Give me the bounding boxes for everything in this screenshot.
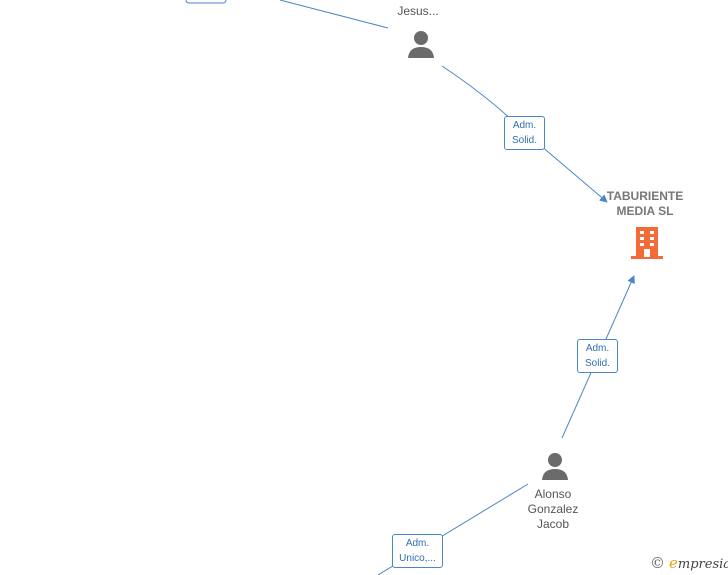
empresia-logo: ©empresia (650, 554, 728, 572)
company-label: TABURIENTE MEDIA SL (606, 189, 684, 218)
person-icon[interactable] (406, 29, 436, 59)
copyright-symbol: © (650, 554, 665, 572)
building-icon[interactable] (630, 226, 664, 260)
brand-name: mpresia (677, 557, 728, 572)
edge-label-jesus-company[interactable]: Adm. Solid. (504, 116, 545, 150)
brand-initial: e (669, 554, 678, 572)
person-icon-alonso[interactable] (540, 451, 570, 481)
edge-label-bottom-alonso[interactable]: Adm. Unico,... (392, 534, 443, 568)
edge-box-offscreen (185, 0, 227, 4)
edge-top-left-to-jesus (279, 0, 389, 29)
edge-label-alonso-company[interactable]: Adm. Solid. (577, 339, 618, 373)
person-label-alonso: Alonso Gonzalez Jacob (527, 487, 579, 531)
person-label-jesus: Jesus... (397, 4, 439, 18)
